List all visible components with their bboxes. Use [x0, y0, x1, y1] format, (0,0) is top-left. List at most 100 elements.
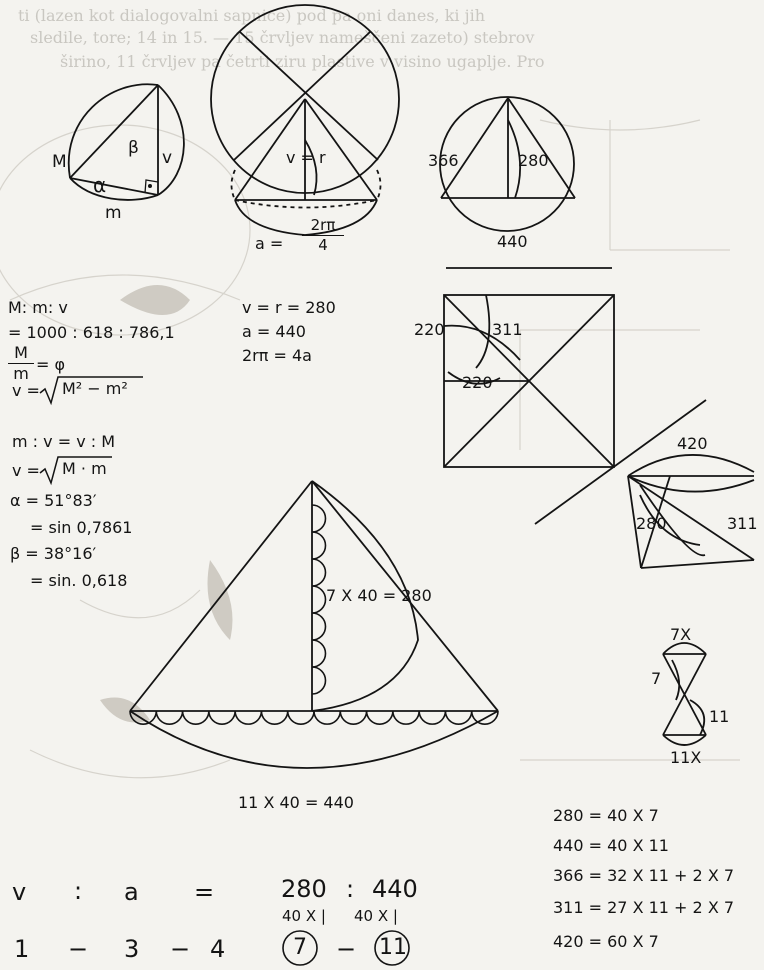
seq-1: 1	[14, 935, 30, 963]
label-311: 311	[492, 320, 523, 339]
label-alpha: α	[93, 173, 107, 197]
deck-scallop	[208, 710, 236, 725]
formula-v-r-280: v = r = 280	[242, 298, 336, 317]
background-text-line-3: širino, 11 črvljev pa četrti ziru plasti…	[60, 52, 545, 71]
deck-scallop	[181, 710, 210, 725]
mast-scallop	[311, 639, 327, 668]
background-text-line-2: sledile, tore; 14 in 15. — 15 črvljev na…	[30, 28, 535, 47]
mast-scallop	[311, 531, 327, 560]
label-m: m	[105, 203, 122, 223]
sqrt-body-1: M² − m²	[62, 379, 128, 398]
sqrt-sign-1	[39, 376, 143, 406]
mast-scallop	[311, 585, 327, 614]
sqrt-body-2: M · m	[62, 459, 107, 478]
label-7: 7	[651, 669, 662, 688]
circle-triangle-figure	[210, 4, 400, 236]
right-angle-dot	[148, 184, 152, 188]
diagonal-line	[534, 399, 707, 525]
label-v-equals-r: v = r	[286, 148, 326, 167]
eq-280: 280	[281, 875, 327, 903]
background-text-line-1: ti (lazen kot dialogovalni sapnice) pod …	[18, 6, 485, 25]
eq-a: a	[124, 878, 139, 906]
deck-scallop	[286, 710, 315, 725]
sqrt-sign-2	[39, 456, 112, 486]
factor-40x-right: 40 X |	[354, 907, 398, 925]
label-v: v	[162, 148, 173, 168]
beta-sine: = sin. 0,618	[30, 571, 128, 590]
label-440: 440	[497, 232, 528, 251]
factor-line-440: 440 = 40 X 11	[553, 836, 669, 855]
deck-scallop	[313, 710, 342, 725]
label-beta: β	[128, 138, 139, 158]
ratio-heading: M: m: v	[8, 298, 68, 317]
sailboat-figure	[129, 480, 499, 769]
label-11x: 11X	[670, 748, 702, 767]
right-triangle-figure	[67, 83, 185, 201]
alpha-angle: α = 51°83′	[10, 491, 97, 510]
alpha-sine: = sin 0,7861	[30, 518, 133, 537]
fraction-numerator: 2rπ	[302, 218, 344, 236]
factor-line-420: 420 = 60 X 7	[553, 932, 659, 951]
phi-fraction: M m	[8, 345, 34, 382]
label-220-bottom: 220	[462, 373, 493, 392]
mast-scallop	[311, 666, 327, 695]
deck-scallop	[418, 710, 447, 725]
deck-scallop	[234, 710, 263, 725]
eq-v: v	[12, 878, 27, 906]
proportion-line: m : v = v : M	[12, 432, 116, 451]
circle-triangle-366	[439, 96, 612, 269]
factor-line-366: 366 = 32 X 11 + 2 X 7	[553, 866, 735, 885]
factor-line-280: 280 = 40 X 7	[553, 806, 659, 825]
eq-colon-1: :	[74, 877, 83, 905]
label-280-right: 280	[636, 514, 667, 533]
seq-dash-1: −	[68, 935, 89, 963]
label-220-top: 220	[414, 320, 445, 339]
label-311-right: 311	[727, 514, 758, 533]
mast-scallops	[311, 504, 327, 695]
deck-scallop	[260, 710, 289, 725]
fraction-2r-pi-over-4: 2rπ 4	[302, 218, 344, 253]
circle-around-7	[282, 930, 318, 966]
seq-7: 7	[293, 935, 307, 960]
deck-scallop	[155, 710, 184, 725]
label-7x40-280: 7 X 40 = 280	[326, 586, 432, 605]
mast-scallop	[311, 558, 327, 587]
fraction-denominator: 4	[318, 236, 328, 254]
label-11: 11	[709, 707, 730, 726]
mast-scallop	[311, 504, 327, 533]
seq-dash-2: −	[170, 935, 191, 963]
beta-angle: β = 38°16′	[10, 544, 97, 563]
deck-scallop	[470, 710, 499, 725]
label-11x40-440: 11 X 40 = 440	[238, 793, 354, 812]
seq-dash-3: −	[336, 935, 357, 963]
formula-a-440: a = 440	[242, 322, 306, 341]
phi-fraction-denominator: m	[13, 364, 29, 383]
seq-4: 4	[210, 935, 226, 963]
hourglass-figure	[662, 642, 707, 746]
ratio-values: = 1000 : 618 : 786,1	[8, 323, 175, 342]
label-7x-top: 7X	[670, 625, 692, 644]
label-a-equals: a =	[255, 234, 284, 253]
factor-40x-left: 40 X |	[282, 907, 326, 925]
phi-equals: = φ	[36, 355, 66, 374]
deck-scallops	[129, 710, 499, 725]
sqrt-prefix-2: v =	[12, 461, 40, 480]
eq-440: 440	[372, 875, 418, 903]
seq-3: 3	[124, 935, 140, 963]
right-circle-figure	[627, 454, 755, 569]
mast-scallop	[311, 612, 327, 641]
square-diagonals-figure	[443, 294, 615, 468]
formula-2r-pi: 2rπ = 4a	[242, 346, 312, 365]
deck-scallop	[444, 710, 473, 725]
deck-scallop	[392, 710, 420, 725]
label-366: 366	[428, 151, 459, 170]
eq-equals: =	[194, 878, 215, 906]
deck-scallop	[339, 710, 368, 725]
sqrt-prefix-1: v =	[12, 381, 40, 400]
circle-around-11	[374, 930, 410, 966]
phi-fraction-numerator: M	[8, 345, 34, 364]
label-420: 420	[677, 434, 708, 453]
eq-colon-2: :	[346, 875, 355, 903]
